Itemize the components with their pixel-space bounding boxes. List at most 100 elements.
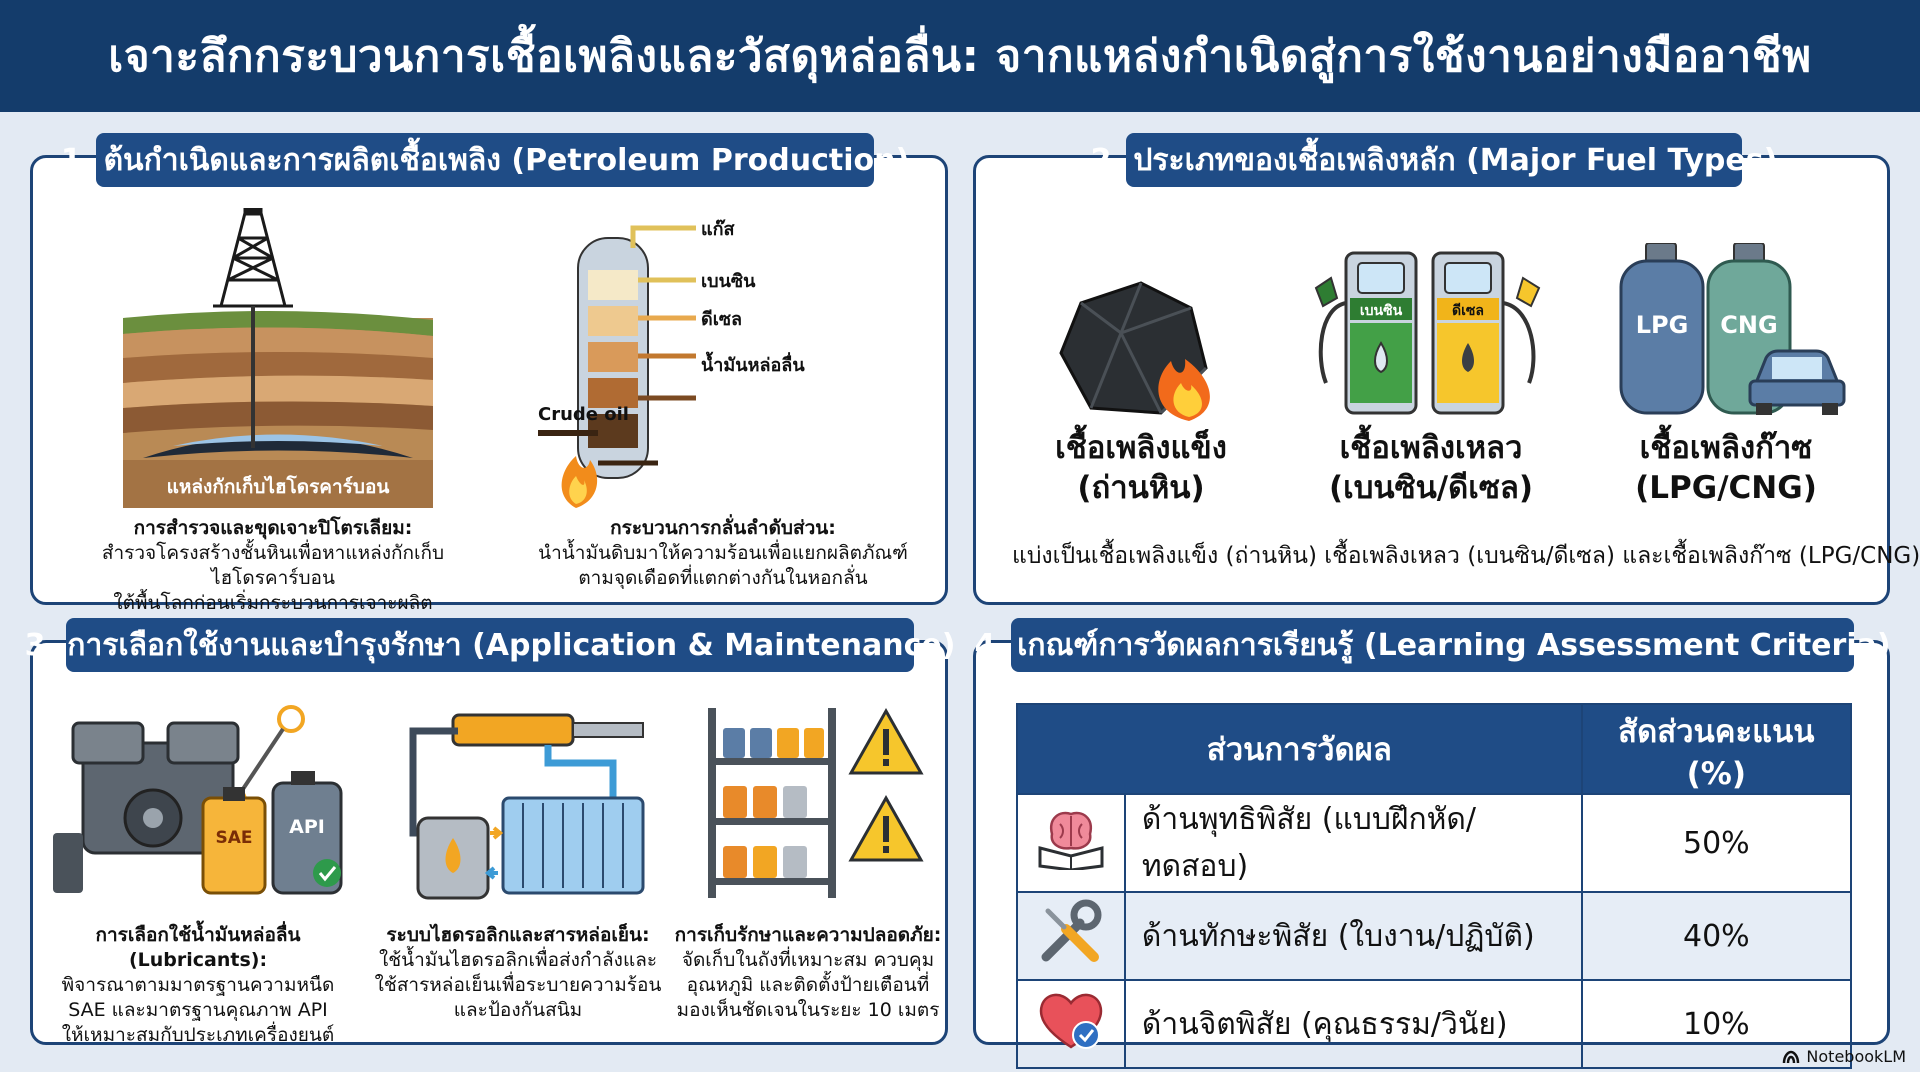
criteria-percent: 40% xyxy=(1580,891,1853,981)
crude-oil-label: Crude oil xyxy=(538,404,629,425)
heart-check-icon xyxy=(1039,993,1103,1049)
caption-hydraulics-title: ระบบไฮดรอลิกและสารหล่อเย็น: xyxy=(386,924,650,946)
table-row: ด้านพุทธิพิสัย (แบบฝึกหัด/ทดสอบ) 50% xyxy=(1016,793,1853,893)
caption-lubricants-title: การเลือกใช้น้ำมันหล่อลื่น (Lubricants): xyxy=(95,924,301,971)
engine-oil-illustration: SAE API xyxy=(53,705,343,895)
diesel-pump-icon: ดีเซล xyxy=(1431,251,1541,415)
caption-hydraulics-line-1: ใช้น้ำมันไฮดรอลิกเพื่อส่งกำลังและ xyxy=(378,949,658,971)
panel-petroleum-production: 1. ต้นกำเนิดและการผลิตเชื้อเพลิง (Petrol… xyxy=(30,133,948,614)
panel-header-1: 1. ต้นกำเนิดและการผลิตเชื้อเพลิง (Petrol… xyxy=(61,133,909,187)
table-row: ด้านจิตพิสัย (คุณธรรม/วินัย) 10% xyxy=(1016,979,1853,1069)
tower-label-gas: แก๊ส xyxy=(701,219,736,240)
tower-label-lubricant: น้ำมันหล่อลื่น xyxy=(701,351,805,376)
oil-rig-illustration: แหล่งกักเก็บไฮโดรคาร์บอน xyxy=(123,208,433,508)
warning-sign-icon xyxy=(848,707,924,775)
fluid-reservoir-icon xyxy=(416,816,490,900)
table-header-criteria: ส่วนการวัดผล xyxy=(1016,703,1583,795)
panel-header-3: 3. การเลือกใช้งานและบำรุงรักษา (Applicat… xyxy=(25,618,955,672)
criteria-percent: 10% xyxy=(1580,979,1853,1069)
flame-icon xyxy=(561,456,598,508)
fuel-label-solid: เชื้อเพลิงแข็ง (ถ่านหิน) xyxy=(1016,428,1266,508)
title-bar: เจาะลึกกระบวนการเชื้อเพลิงและวัสดุหล่อลื… xyxy=(0,0,1920,112)
panel-header-4: 4. เกณฑ์การวัดผลการเรียนรู้ (Learning As… xyxy=(974,618,1891,672)
tank-label-cng: CNG xyxy=(1720,311,1777,339)
warning-sign-icon xyxy=(848,794,924,862)
tank-label-lpg: LPG xyxy=(1636,311,1689,339)
table-row-icon-cell xyxy=(1016,979,1126,1069)
caption-distillation: กระบวนการกลั่นลำดับส่วน: นำน้ำมันดิบมาให… xyxy=(513,516,933,591)
table-row-icon-cell xyxy=(1016,891,1126,981)
panel-application-maintenance: 3. การเลือกใช้งานและบำรุงรักษา (Applicat… xyxy=(25,618,955,1048)
fuel-label-liquid-line-1: เชื้อเพลิงเหลว xyxy=(1339,430,1523,466)
fuel-label-liquid: เชื้อเพลิงเหลว (เบนซิน/ดีเซล) xyxy=(1296,428,1566,508)
tower-label-diesel: ดีเซล xyxy=(701,309,742,330)
distillation-tower-illustration: แก๊ส เบนซิน ดีเซล น้ำมันหล่อลื่น Crude o… xyxy=(538,219,805,508)
tower-label-benzine: เบนซิน xyxy=(701,271,756,292)
fuel-label-gas-line-1: เชื้อเพลิงก๊าซ xyxy=(1639,430,1813,466)
caption-drilling-line-2: ใต้พื้นโลกก่อนเริ่มกระบวนการเจาะผลิต xyxy=(113,592,433,614)
panel-fuel-types: 2. ประเภทของเชื้อเพลิงหลัก (Major Fuel T… xyxy=(973,133,1920,605)
reservoir-label: แหล่งกักเก็บไฮโดรคาร์บอน xyxy=(167,474,390,498)
caption-drilling-line-1: สำรวจโครงสร้างชั้นหินเพื่อหาแหล่งกักเก็บ… xyxy=(101,542,445,589)
api-bottle-icon: API xyxy=(271,771,343,895)
fuel-label-solid-line-2: (ถ่านหิน) xyxy=(1077,470,1205,506)
coal-icon xyxy=(1059,281,1210,421)
storage-safety-illustration xyxy=(708,707,924,898)
fuel-label-liquid-line-2: (เบนซิน/ดีเซล) xyxy=(1328,470,1534,506)
fire-icon xyxy=(1158,359,1210,421)
caption-storage-title: การเก็บรักษาและความปลอดภัย: xyxy=(674,924,942,946)
car-icon xyxy=(1748,349,1846,415)
caption-lubricants: การเลือกใช้น้ำมันหล่อลื่น (Lubricants): … xyxy=(43,923,353,1048)
panel-assessment: 4. เกณฑ์การวัดผลการเรียนรู้ (Learning As… xyxy=(973,618,1891,1069)
caption-lubricants-line-3: ให้เหมาะสมกับประเภทเครื่องยนต์ xyxy=(61,1024,335,1046)
caption-hydraulics-line-3: และป้องกันสนิม xyxy=(453,999,583,1021)
table-row-icon-cell xyxy=(1016,793,1126,893)
criteria-name: ด้านทักษะพิสัย (ใบงาน/ปฏิบัติ) xyxy=(1123,891,1583,981)
brain-book-icon xyxy=(1038,811,1104,872)
table-header-row: ส่วนการวัดผล สัดส่วนคะแนน (%) xyxy=(1016,703,1853,795)
fuel-label-gas-line-2: (LPG/CNG) xyxy=(1635,470,1817,506)
pump-label-benzine: เบนซิน xyxy=(1360,303,1403,319)
radiator-icon xyxy=(501,796,645,895)
notebooklm-watermark: NotebookLM xyxy=(1782,1047,1906,1066)
benzine-pump-icon: เบนซิน xyxy=(1314,251,1418,415)
caption-drilling-title: การสำรวจและขุดเจาะปิโตรเลียม: xyxy=(133,517,413,539)
table-header-percent: สัดส่วนคะแนน (%) xyxy=(1580,703,1853,795)
fuel-label-solid-line-1: เชื้อเพลิงแข็ง xyxy=(1055,430,1227,466)
notebooklm-logo-icon xyxy=(1783,1050,1800,1063)
caption-hydraulics: ระบบไฮดรอลิกและสารหล่อเย็น: ใช้น้ำมันไฮด… xyxy=(373,923,663,1023)
table-row: ด้านทักษะพิสัย (ใบงาน/ปฏิบัติ) 40% xyxy=(1016,891,1853,981)
derrick-icon xyxy=(213,208,293,308)
criteria-name: ด้านพุทธิพิสัย (แบบฝึกหัด/ทดสอบ) xyxy=(1123,793,1583,893)
caption-storage-line-1: จัดเก็บในถังที่เหมาะสม ควบคุม xyxy=(681,949,935,971)
pump-label-diesel: ดีเซล xyxy=(1452,303,1484,319)
storage-shelf-icon xyxy=(708,708,836,898)
engine-icon xyxy=(53,721,240,893)
assessment-table: ส่วนการวัดผล สัดส่วนคะแนน (%) ด้านพุทธิพ… xyxy=(1016,703,1853,1069)
caption-distillation-line-2: ตามจุดเดือดที่แตกต่างกันในหอกลั่น xyxy=(578,567,868,589)
fuel-label-gas: เชื้อเพลิงก๊าซ (LPG/CNG) xyxy=(1596,428,1856,508)
caption-hydraulics-line-2: ใช้สารหล่อเย็นเพื่อระบายความร้อน xyxy=(374,974,662,996)
lpg-tank-icon: LPG xyxy=(1619,243,1705,415)
hydraulic-cylinder-icon xyxy=(451,713,644,747)
bottle-label-sae: SAE xyxy=(215,828,252,848)
criteria-name: ด้านจิตพิสัย (คุณธรรม/วินัย) xyxy=(1123,979,1583,1069)
caption-distillation-title: กระบวนการกลั่นลำดับส่วน: xyxy=(610,517,836,539)
hydraulic-cooling-illustration xyxy=(409,713,645,900)
panel-header-2: 2. ประเภทของเชื้อเพลิงหลัก (Major Fuel T… xyxy=(1091,133,1777,187)
criteria-percent: 50% xyxy=(1580,793,1853,893)
caption-lubricants-line-1: พิจารณาตามมาตรฐานความหนืด xyxy=(61,974,335,996)
caption-storage: การเก็บรักษาและความปลอดภัย: จัดเก็บในถัง… xyxy=(673,923,943,1023)
page-title: เจาะลึกกระบวนการเชื้อเพลิงและวัสดุหล่อลื… xyxy=(108,31,1812,82)
caption-lubricants-line-2: SAE และมาตรฐานคุณภาพ API xyxy=(68,999,328,1021)
bottle-label-api: API xyxy=(289,816,325,838)
gas-tanks-icon: LPG CNG xyxy=(1619,243,1846,415)
watermark-text: NotebookLM xyxy=(1806,1047,1906,1066)
caption-drilling: การสำรวจและขุดเจาะปิโตรเลียม: สำรวจโครงส… xyxy=(53,516,493,616)
sae-bottle-icon: SAE xyxy=(201,787,267,895)
fuel-pumps-icon: เบนซิน ดีเซล xyxy=(1314,251,1541,415)
caption-storage-line-3: มองเห็นชัดเจนในระยะ 10 เมตร xyxy=(676,999,940,1021)
wrench-screwdriver-icon xyxy=(1041,899,1102,962)
caption-storage-line-2: อุณหภูมิ และติดตั้งป้ายเตือนที่ xyxy=(686,974,930,996)
fuel-types-summary: แบ่งเป็นเชื้อเพลิงแข็ง (ถ่านหิน) เชื้อเพ… xyxy=(1012,543,1920,569)
